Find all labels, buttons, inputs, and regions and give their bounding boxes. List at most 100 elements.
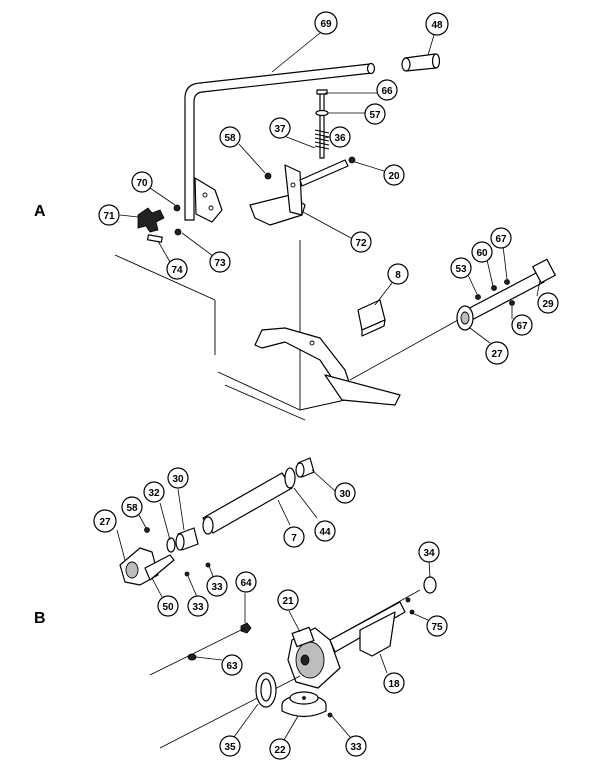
screw-75b — [409, 609, 415, 615]
axis-line-a — [349, 319, 459, 381]
screw-33a — [184, 571, 190, 577]
nut-64 — [240, 622, 252, 634]
callout-29: 29 — [537, 292, 559, 314]
svg-text:74: 74 — [171, 265, 183, 276]
svg-text:20: 20 — [388, 171, 400, 182]
svg-text:18: 18 — [388, 679, 400, 690]
svg-text:57: 57 — [369, 110, 381, 121]
nut-67a — [504, 279, 510, 285]
washer-73 — [174, 228, 182, 236]
svg-text:64: 64 — [240, 578, 252, 589]
nut-20 — [348, 156, 356, 164]
nut-58 — [264, 172, 272, 180]
svg-text:7: 7 — [291, 533, 297, 544]
callout-58-a: 58 — [219, 126, 241, 148]
callout-57: 57 — [364, 103, 386, 125]
nut-58b — [144, 527, 150, 533]
svg-text:50: 50 — [162, 602, 174, 613]
svg-text:75: 75 — [431, 622, 443, 633]
callout-33-a: 33 — [206, 575, 228, 597]
callout-27-a: 27 — [485, 341, 509, 365]
callout-18: 18 — [383, 672, 405, 694]
frame-outline-lines — [114, 240, 346, 421]
arm-50 — [144, 554, 175, 581]
svg-text:63: 63 — [226, 661, 238, 672]
callout-67-a: 67 — [490, 227, 512, 249]
svg-text:69: 69 — [320, 19, 332, 30]
knob-71 — [137, 207, 165, 233]
bushing-30a — [175, 527, 199, 551]
washer-53 — [475, 294, 481, 300]
callout-72: 72 — [350, 231, 372, 253]
callout-66: 66 — [376, 79, 398, 101]
svg-text:27: 27 — [99, 517, 111, 528]
callout-74: 74 — [166, 258, 188, 280]
callout-58-b: 58 — [121, 496, 143, 518]
svg-text:8: 8 — [395, 270, 401, 281]
callout-69: 69 — [314, 11, 338, 35]
section-label-a: A — [34, 203, 46, 220]
svg-text:73: 73 — [214, 258, 226, 269]
callout-53: 53 — [450, 257, 472, 279]
svg-text:33: 33 — [350, 742, 362, 753]
svg-text:36: 36 — [334, 133, 346, 144]
svg-text:33: 33 — [211, 582, 223, 593]
callout-44: 44 — [314, 520, 336, 542]
svg-text:27: 27 — [491, 349, 503, 360]
callout-64: 64 — [235, 571, 257, 593]
callout-32: 32 — [143, 481, 165, 503]
callout-70: 70 — [131, 171, 153, 193]
callout-8: 8 — [387, 263, 409, 285]
screw-75a — [405, 597, 411, 603]
spring-36 — [314, 129, 330, 150]
axis-line-b3 — [329, 589, 421, 641]
leader-lines — [116, 32, 541, 741]
svg-text:30: 30 — [172, 474, 184, 485]
callout-63: 63 — [221, 654, 243, 676]
shaft-18 — [329, 601, 406, 657]
callout-60: 60 — [471, 241, 493, 263]
washer-60 — [491, 285, 497, 291]
cap-34 — [423, 576, 437, 594]
svg-text:37: 37 — [274, 124, 286, 135]
washer-57 — [315, 109, 329, 117]
washer-63 — [187, 653, 197, 661]
callout-20: 20 — [383, 164, 405, 186]
svg-text:35: 35 — [224, 742, 236, 753]
svg-text:21: 21 — [282, 596, 294, 607]
svg-text:29: 29 — [542, 299, 554, 310]
callout-50: 50 — [157, 595, 179, 617]
callout-34: 34 — [418, 541, 440, 563]
callout-33-c: 33 — [345, 735, 367, 757]
nut-67b — [509, 300, 515, 306]
svg-text:67: 67 — [516, 321, 528, 332]
screw-33c — [327, 712, 333, 718]
pulley-22 — [281, 691, 327, 718]
svg-text:58: 58 — [126, 503, 138, 514]
callout-73: 73 — [209, 251, 231, 273]
callout-48: 48 — [425, 12, 449, 36]
callout-30-b: 30 — [334, 482, 356, 504]
svg-text:44: 44 — [319, 527, 331, 538]
shaft-29 — [461, 258, 556, 323]
callout-27-b: 27 — [93, 509, 117, 533]
callout-36: 36 — [329, 126, 351, 148]
axis-line-b1 — [149, 627, 246, 676]
callout-67-b: 67 — [511, 314, 533, 336]
pump-21 — [287, 626, 341, 689]
callout-71: 71 — [98, 204, 120, 226]
svg-text:58: 58 — [224, 133, 236, 144]
svg-text:72: 72 — [355, 238, 367, 249]
washer-32 — [166, 537, 176, 553]
callout-33-b: 33 — [187, 595, 209, 617]
callout-37: 37 — [269, 117, 291, 139]
bushing-30b — [295, 457, 315, 478]
bracket-72 — [249, 159, 349, 226]
svg-text:48: 48 — [431, 20, 443, 31]
washer-70 — [173, 204, 181, 212]
grip-48 — [401, 53, 441, 72]
pedal-linkage — [254, 327, 401, 406]
tube-7 — [202, 472, 293, 535]
lever-bracket — [194, 177, 223, 223]
